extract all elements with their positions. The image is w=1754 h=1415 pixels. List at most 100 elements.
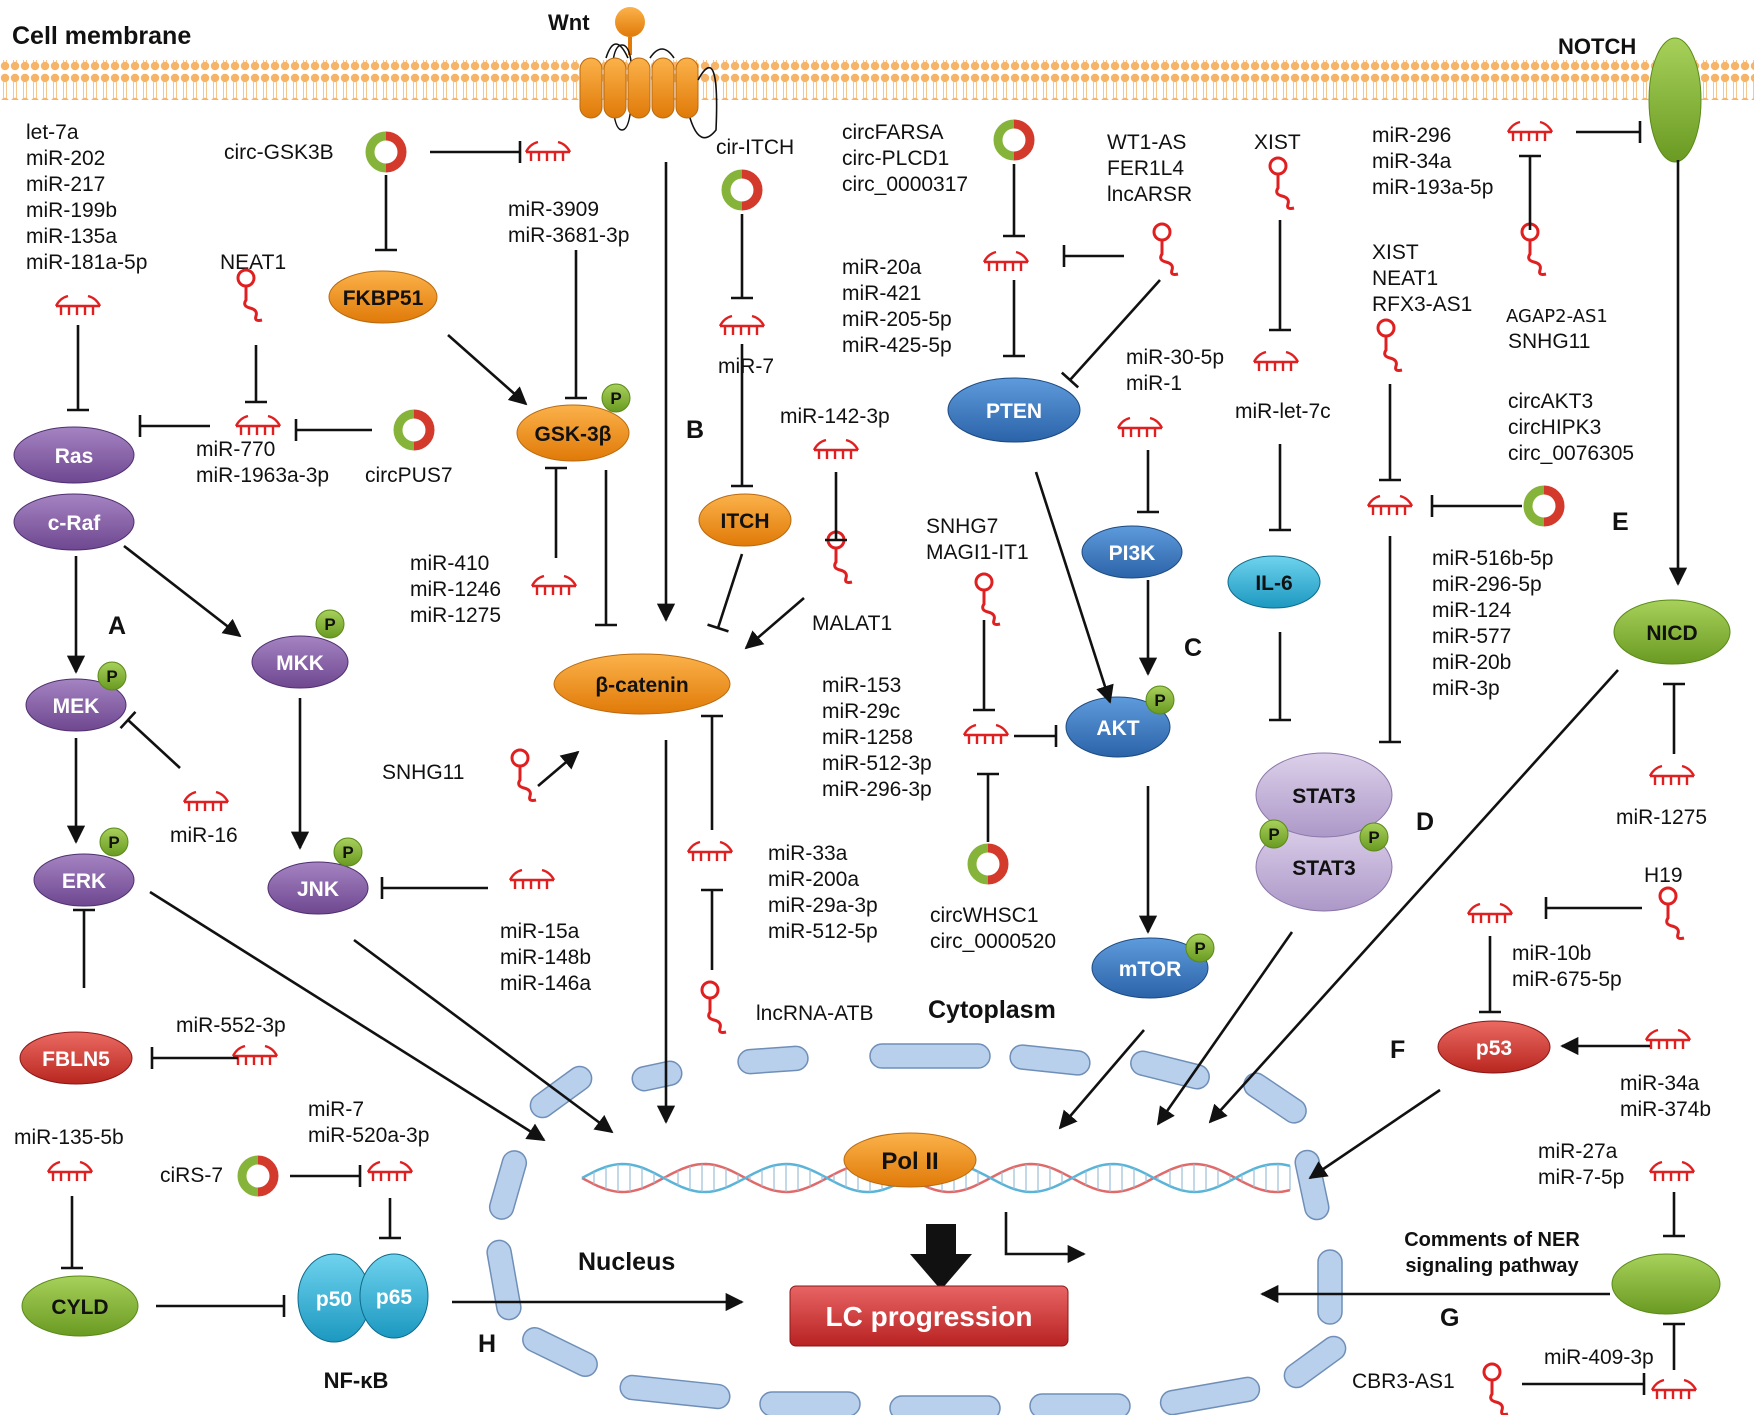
mir296-label: miR-296 miR-34a miR-193a-5p: [1372, 124, 1493, 199]
svg-text:RFX3-AS1: RFX3-AS1: [1372, 293, 1472, 316]
ner-node: [1611, 1253, 1721, 1315]
svg-text:miR-512-3p: miR-512-3p: [822, 752, 932, 775]
panel-g-label: G: [1440, 1304, 1459, 1332]
svg-text:miR-20a: miR-20a: [842, 256, 922, 279]
svg-text:miR-124: miR-124: [1432, 599, 1512, 622]
notch-receptor-icon: [1648, 37, 1702, 163]
svg-text:miR-200a: miR-200a: [768, 868, 859, 891]
p53-node: p53: [1437, 1020, 1551, 1074]
mkk-node: MKK: [251, 609, 349, 689]
mir16-label: miR-16: [170, 824, 238, 847]
nucleus-label: Nucleus: [578, 1248, 675, 1276]
svg-text:AGAP2-AS1: AGAP2-AS1: [1506, 306, 1608, 327]
svg-text:miR-516b-5p: miR-516b-5p: [1432, 547, 1553, 570]
agap2-label: AGAP2-AS1 SNHG11: [1506, 306, 1608, 353]
mir552-label: miR-552-3p: [176, 1014, 286, 1037]
svg-text:miR-34a: miR-34a: [1372, 150, 1452, 173]
svg-text:signaling pathway: signaling pathway: [1405, 1255, 1579, 1277]
svg-text:miR-7-5p: miR-7-5p: [1538, 1166, 1624, 1189]
svg-text:miR-29c: miR-29c: [822, 700, 900, 723]
svg-text:miR-425-5p: miR-425-5p: [842, 334, 952, 357]
svg-text:miR-3p: miR-3p: [1432, 677, 1500, 700]
activation-arrow: [537, 750, 580, 787]
activation-arrow: [1308, 1088, 1441, 1180]
svg-text:miR-374b: miR-374b: [1620, 1098, 1711, 1121]
svg-text:miR-7: miR-7: [308, 1098, 364, 1121]
panel-a-label: A: [108, 612, 126, 640]
itch-node: ITCH: [698, 493, 792, 547]
mek-node: MEK: [25, 661, 127, 732]
svg-text:circ-PLCD1: circ-PLCD1: [842, 147, 949, 170]
svg-text:miR-148b: miR-148b: [500, 946, 591, 969]
cell-membrane-label: Cell membrane: [12, 22, 191, 50]
svg-text:miR-1: miR-1: [1126, 372, 1182, 395]
mir15a-label: miR-15a miR-148b miR-146a: [500, 920, 591, 995]
svg-text:JNK: JNK: [297, 878, 339, 901]
panel-d-label: D: [1416, 808, 1434, 836]
mir410-label: miR-410 miR-1246 miR-1275: [410, 552, 501, 627]
nfkb-label: NF-κB: [324, 1368, 389, 1393]
circpus7-label: circPUS7: [365, 464, 453, 487]
svg-text:miR-296-3p: miR-296-3p: [822, 778, 932, 801]
mir10b-label: miR-10b miR-675-5p: [1512, 942, 1622, 991]
akt-node: AKT: [1065, 685, 1175, 758]
mir142-label: miR-142-3p: [780, 405, 890, 428]
svg-text:miR-1258: miR-1258: [822, 726, 913, 749]
mir770-label: miR-770 miR-1963a-3p: [196, 438, 329, 487]
svg-text:miR-193a-5p: miR-193a-5p: [1372, 176, 1493, 199]
svg-text:miR-27a: miR-27a: [1538, 1140, 1618, 1163]
wt1as-label: WT1-AS FER1L4 lncARSR: [1107, 131, 1192, 206]
mir20a-label: miR-20a miR-421 miR-205-5p miR-425-5p: [842, 256, 952, 357]
svg-text:CYLD: CYLD: [51, 1296, 108, 1319]
svg-text:PI3K: PI3K: [1109, 542, 1156, 565]
mir-let7c-label: miR-let-7c: [1235, 400, 1331, 423]
mir135-label: miR-135-5b: [14, 1126, 124, 1149]
cell-membrane: [0, 60, 1754, 100]
svg-text:miR-3909: miR-3909: [508, 198, 599, 221]
mir3909-label: miR-3909 miR-3681-3p: [508, 198, 629, 247]
svg-text:XIST: XIST: [1372, 241, 1419, 264]
svg-text:circ_0000317: circ_0000317: [842, 173, 968, 196]
mir409-label: miR-409-3p: [1544, 1346, 1654, 1369]
mir30-label: miR-30-5p miR-1: [1126, 346, 1224, 395]
erk-node: ERK: [33, 827, 135, 907]
circakt3-label: circAKT3 circHIPK3 circ_0076305: [1508, 390, 1634, 465]
panel-e-label: E: [1612, 508, 1629, 536]
activation-arrow: [1156, 931, 1294, 1126]
beta-catenin-node: β-catenin: [553, 653, 731, 715]
cbr3-as1-label: CBR3-AS1: [1352, 1370, 1455, 1393]
circ-gsk3b-label: circ-GSK3B: [224, 141, 334, 164]
mir27a-label: miR-27a miR-7-5p: [1538, 1140, 1624, 1189]
svg-text:circWHSC1: circWHSC1: [930, 904, 1039, 927]
svg-text:miR-202: miR-202: [26, 147, 105, 170]
svg-text:miR-33a: miR-33a: [768, 842, 848, 865]
h19-label: H19: [1644, 864, 1683, 887]
svg-text:WT1-AS: WT1-AS: [1107, 131, 1186, 154]
svg-text:c-Raf: c-Raf: [48, 512, 102, 535]
lncrna-icon: [236, 156, 1686, 1415]
malat1-label: MALAT1: [812, 612, 892, 635]
svg-text:circHIPK3: circHIPK3: [1508, 416, 1601, 439]
lc-progression-label: LC progression: [826, 1301, 1033, 1332]
fkbp51-node: FKBP51: [328, 270, 438, 324]
svg-text:miR-29a-3p: miR-29a-3p: [768, 894, 878, 917]
stat3-dimer: STAT3 STAT3: [1255, 752, 1393, 912]
svg-text:miR-421: miR-421: [842, 282, 921, 305]
svg-text:miR-3681-3p: miR-3681-3p: [508, 224, 629, 247]
svg-text:SNHG11: SNHG11: [1508, 330, 1590, 353]
cytoplasm-label: Cytoplasm: [928, 996, 1056, 1024]
pi3k-node: PI3K: [1081, 525, 1183, 579]
svg-text:miR-34a: miR-34a: [1620, 1072, 1700, 1095]
inhibition-bar: [119, 711, 137, 729]
xist-label: XIST: [1254, 131, 1301, 154]
gsk3b-node: GSK-3β: [516, 383, 631, 462]
inhibition-line: [1069, 279, 1161, 381]
craf-node: c-Raf: [13, 493, 135, 551]
svg-text:miR-296: miR-296: [1372, 124, 1451, 147]
mir7-label: miR-7: [718, 355, 774, 378]
snhg11-label: SNHG11: [382, 761, 464, 784]
svg-text:MKK: MKK: [276, 652, 324, 675]
svg-text:ERK: ERK: [62, 870, 106, 893]
cyld-node: CYLD: [21, 1275, 139, 1337]
